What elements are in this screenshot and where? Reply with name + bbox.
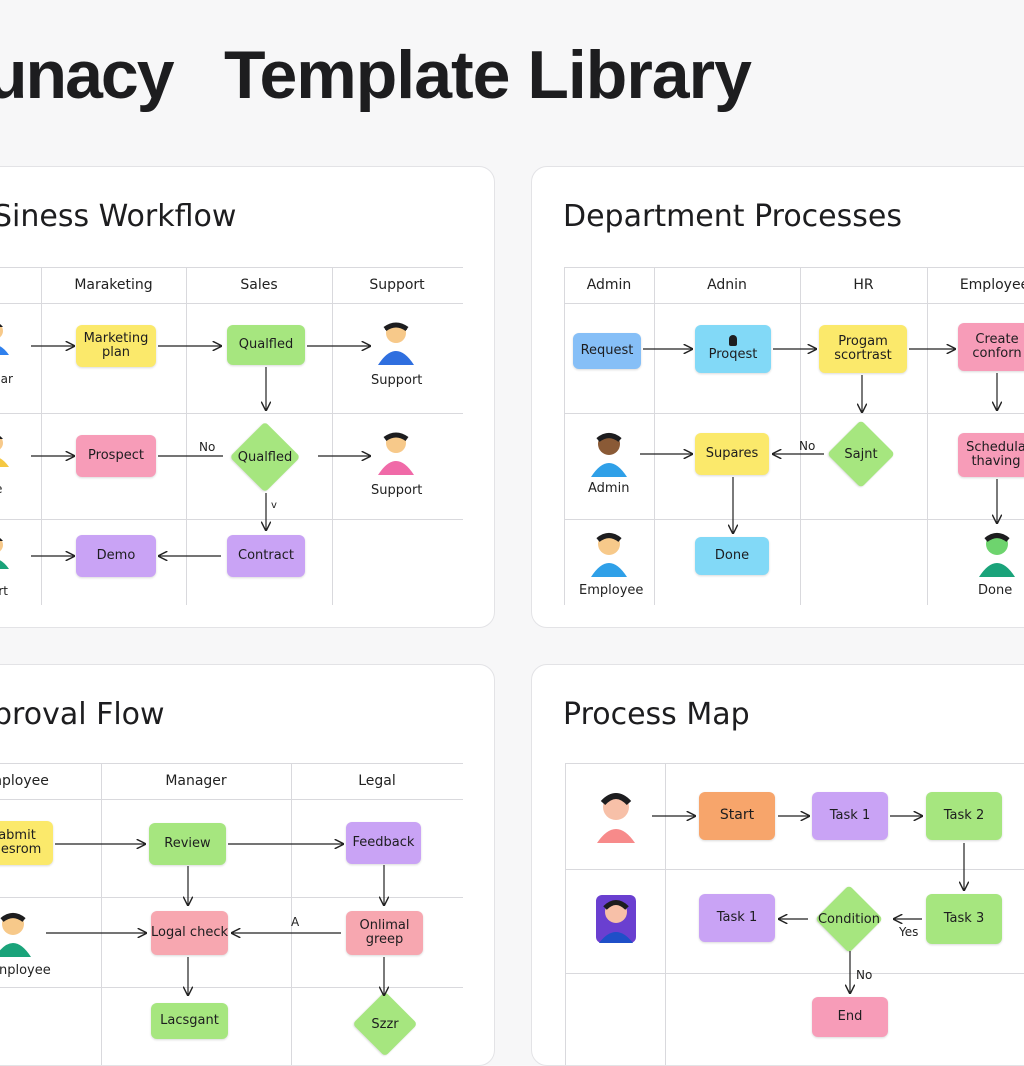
node-contract[interactable]: Contract	[227, 535, 305, 577]
node-feedback[interactable]: Feedback	[346, 822, 421, 864]
edge-label-no: No	[856, 968, 873, 982]
person-label: Support	[371, 483, 423, 498]
flow-arrows	[46, 665, 494, 1065]
node-proqest[interactable]: Proqest	[695, 325, 771, 373]
node-demo[interactable]: Demo	[76, 535, 156, 577]
node-start[interactable]: Start	[699, 792, 775, 840]
node-create[interactable]: Create conforn	[958, 323, 1024, 371]
node-review[interactable]: Review	[149, 823, 226, 865]
person-icon	[591, 533, 627, 577]
node-task-1-b[interactable]: Task 1	[699, 894, 775, 942]
column-header-sales: Sales	[240, 277, 278, 293]
card-title: Process Map	[563, 697, 750, 732]
node-label: Proqest	[708, 347, 758, 363]
node-onlimal-greep[interactable]: Onlimal greep	[346, 911, 423, 955]
card-title: Siness Workflow	[0, 199, 237, 234]
flow-arrows	[31, 167, 494, 627]
person-icon	[591, 433, 627, 477]
person-icon	[0, 436, 9, 467]
node-submit[interactable]: abmit nesrom	[0, 821, 53, 865]
bell-icon	[729, 335, 737, 347]
card-title: Department Processes	[563, 199, 902, 234]
person-icon	[0, 324, 9, 355]
person-label: ort	[0, 584, 8, 598]
edge-label-no: No	[199, 440, 216, 454]
node-task-3[interactable]: Task 3	[926, 894, 1002, 944]
edge-label: v	[271, 500, 277, 511]
edge-label-a: A	[291, 915, 300, 929]
decision-label: Condition	[817, 911, 881, 927]
column-header-support: Support	[369, 277, 425, 293]
template-card-process-map[interactable]: Process Map Start Task 1 Task 2 Task 1 C…	[531, 664, 1024, 1066]
template-card-department-processes[interactable]: Department Processes Admin Adnin HR Empl…	[531, 166, 1024, 628]
person-label: Admin	[588, 481, 630, 496]
column-header-employee: nployee	[0, 773, 49, 789]
node-task-1[interactable]: Task 1	[812, 792, 888, 840]
avatar	[596, 895, 636, 943]
person-icon	[378, 322, 414, 365]
flow-arrows	[640, 167, 1024, 627]
page-title: Template Library	[224, 37, 752, 113]
flow-arrows	[652, 665, 1024, 1065]
column-header-admin-2: Adnin	[707, 277, 747, 293]
node-supares[interactable]: Supares	[695, 433, 769, 475]
person-icon	[378, 432, 414, 475]
column-header-admin: Admin	[586, 277, 632, 293]
template-card-business-workflow[interactable]: Siness Workflow Maraketing Sales Support…	[0, 166, 495, 628]
person-label: nployee	[0, 963, 51, 978]
column-header-legal: Legal	[358, 773, 396, 789]
person-label: gar	[0, 372, 13, 386]
node-legal-check[interactable]: Logal check	[151, 911, 228, 955]
card-title: proval Flow	[0, 697, 165, 732]
person-icon	[0, 538, 9, 569]
column-header-manager: Manager	[165, 773, 227, 789]
person-icon	[597, 793, 635, 843]
person-label: Employee	[579, 583, 644, 598]
node-marketing-plan[interactable]: Marketing plan	[76, 325, 156, 367]
person-label: Support	[371, 373, 423, 388]
node-qualified[interactable]: Qualfled	[227, 325, 305, 365]
node-request[interactable]: Request	[573, 333, 641, 369]
person-label: Done	[978, 583, 1013, 598]
person-label: e	[0, 482, 2, 496]
template-card-approval-flow[interactable]: proval Flow nployee Manager Legal abmit …	[0, 664, 495, 1066]
column-header-marketing: Maraketing	[74, 277, 153, 293]
person-icon	[979, 533, 1015, 577]
decision-label: Sajnt	[844, 446, 878, 462]
node-prospect[interactable]: Prospect	[76, 435, 156, 477]
column-header-hr: HR	[853, 277, 874, 293]
node-task-2[interactable]: Task 2	[926, 792, 1002, 840]
node-done[interactable]: Done	[695, 537, 769, 575]
decision-label: Qualfled	[237, 449, 293, 465]
edge-label-no: No	[799, 439, 816, 453]
person-icon	[599, 900, 633, 943]
column-header-employee: Employee	[959, 277, 1024, 293]
person-icon	[0, 913, 31, 957]
brand-logo-text: unacy	[0, 37, 175, 113]
edge-label-yes: Yes	[899, 925, 919, 939]
node-schedule[interactable]: Schedula thaving	[958, 433, 1024, 477]
node-program[interactable]: Progam scortrast	[819, 325, 907, 373]
